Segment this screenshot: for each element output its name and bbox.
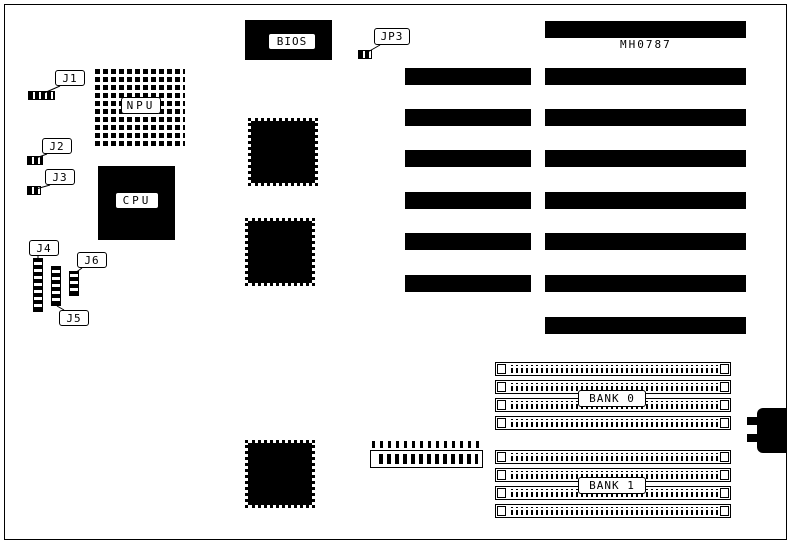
isa-slot: [545, 317, 746, 334]
j1-label: J1: [55, 70, 85, 86]
board-outline: [4, 4, 787, 540]
j5-label: J5: [59, 310, 89, 326]
bank0-label: BANK 0: [578, 390, 646, 407]
qfp-chip-2: [245, 218, 315, 286]
bios-label: BIOS: [268, 33, 316, 50]
j2-jumper: [27, 156, 43, 165]
j6-label: J6: [77, 252, 107, 268]
keyboard-connector-pin: [747, 417, 757, 425]
simm-socket: [495, 416, 731, 430]
cpu-chip: CPU: [98, 166, 175, 240]
j4-label: J4: [29, 240, 59, 256]
jp3-jumper: [358, 50, 372, 59]
isa-slot: [545, 109, 746, 126]
part-number: MH0787: [620, 38, 672, 51]
isa-slot-ext: [405, 68, 531, 85]
isa-slot: [545, 233, 746, 250]
isa-slot-ext: [405, 275, 531, 292]
bios-chip: BIOS: [245, 20, 332, 60]
simm-socket: [495, 504, 731, 518]
keyboard-connector: [757, 408, 787, 453]
simm-socket: [495, 450, 731, 464]
j6-jumper: [69, 271, 79, 296]
isa-slot-ext: [405, 150, 531, 167]
isa-slot: [545, 68, 746, 85]
npu-socket: NPU: [95, 68, 185, 146]
isa-slot: [545, 21, 746, 38]
dip-component-strip: [370, 450, 483, 468]
isa-slot-ext: [405, 233, 531, 250]
isa-slot: [545, 150, 746, 167]
qfp-chip-1: [248, 118, 318, 186]
resistor-row: [372, 441, 482, 448]
jp3-label: JP3: [374, 28, 410, 45]
j1-jumper: [28, 91, 55, 100]
isa-slot: [545, 192, 746, 209]
keyboard-connector-pin: [747, 434, 757, 442]
j2-label: J2: [42, 138, 72, 154]
isa-slot-ext: [405, 192, 531, 209]
isa-slot-ext: [405, 109, 531, 126]
simm-socket: [495, 362, 731, 376]
npu-label: NPU: [121, 97, 161, 114]
j5-jumper: [51, 266, 61, 306]
j3-label: J3: [45, 169, 75, 185]
bank1-label: BANK 1: [578, 477, 646, 494]
isa-slot: [545, 275, 746, 292]
j3-jumper: [27, 186, 41, 195]
cpu-label: CPU: [115, 192, 159, 209]
qfp-chip-3: [245, 440, 315, 508]
j4-jumper: [33, 258, 43, 312]
